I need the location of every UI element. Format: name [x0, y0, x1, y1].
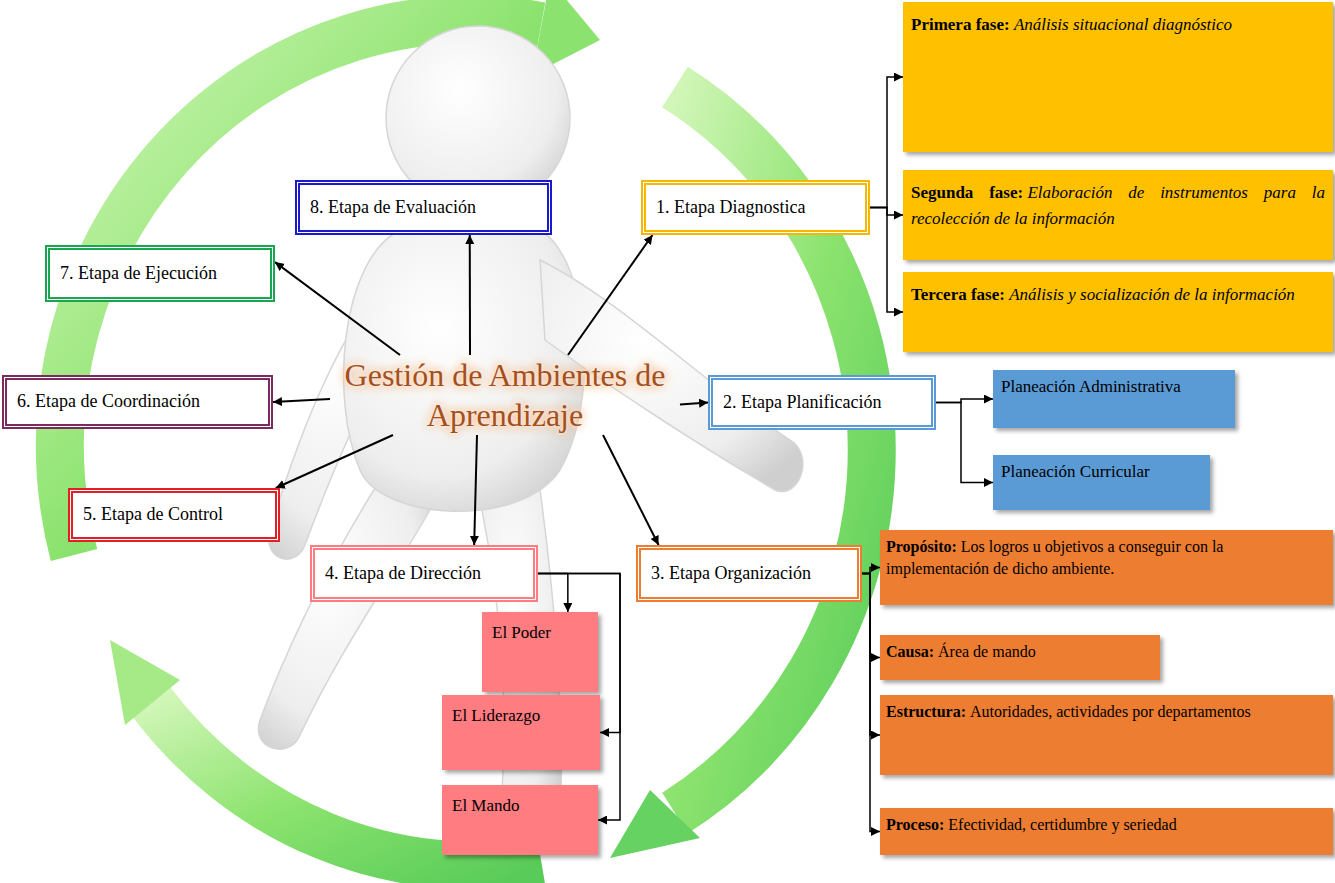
- arrow-connector: [862, 574, 880, 736]
- text-line: Proceso:Efectividad, certidumbre y serie…: [886, 814, 1327, 836]
- box-heading: Propósito:: [886, 538, 957, 555]
- arrow-connector: [276, 435, 393, 488]
- organization-box: Proceso:Efectividad, certidumbre y serie…: [880, 808, 1333, 855]
- box-label: 6. Etapa de Coordinación: [17, 391, 200, 413]
- organization-box: Estructura:Autoridades, actividades por …: [880, 695, 1333, 775]
- cycle-arrowhead: [610, 790, 700, 858]
- stage-box: 7. Etapa de Ejecución: [45, 245, 275, 302]
- phase-box: Segunda fase:Elaboración de instrumentos…: [903, 170, 1333, 260]
- box-label: El Poder: [492, 623, 551, 642]
- arrow-connector: [273, 399, 330, 402]
- box-label: 3. Etapa Organización: [651, 563, 811, 585]
- cycle-arrowhead: [110, 640, 180, 725]
- direction-box: El Mando: [442, 785, 598, 855]
- arrow-connector: [870, 208, 903, 313]
- text-line: Segunda fase:Elaboración de instrumentos…: [911, 180, 1325, 231]
- arrow-connector: [862, 568, 880, 574]
- box-label: El Mando: [452, 796, 520, 815]
- text-line: Tercera fase:Análisis y socialización de…: [911, 282, 1325, 308]
- arrow-connector: [680, 403, 708, 405]
- arrow-connector: [870, 77, 903, 208]
- phase-box: Tercera fase:Análisis y socialización de…: [903, 272, 1333, 352]
- box-label: Planeación Administrativa: [1001, 377, 1181, 396]
- direction-box: El Liderazgo: [442, 695, 600, 770]
- stage-box: 3. Etapa Organización: [636, 545, 862, 602]
- stage-box: 4. Etapa de Dirección: [310, 545, 538, 602]
- stage-box: 6. Etapa de Coordinación: [2, 375, 273, 429]
- arrow-connector: [936, 403, 993, 483]
- box-label: 7. Etapa de Ejecución: [60, 263, 217, 285]
- organization-box: Propósito:Los logros u objetivos a conse…: [880, 530, 1333, 605]
- box-heading: Tercera fase:: [911, 285, 1005, 304]
- box-label: 1. Etapa Diagnostica: [656, 197, 805, 219]
- stage-box: 1. Etapa Diagnostica: [641, 180, 870, 235]
- box-label: Análisis situacional diagnóstico: [1014, 15, 1232, 34]
- phase-box: Primera fase:Análisis situacional diagnó…: [903, 2, 1333, 152]
- central-title: Gestión de Ambientes de Aprendizaje: [330, 355, 680, 435]
- stage-box: 5. Etapa de Control: [68, 488, 280, 542]
- arrow-connector: [862, 574, 880, 832]
- box-heading: Estructura:: [886, 703, 966, 720]
- stage-box: 2. Etapa Planificación: [708, 375, 936, 430]
- box-label: Gestión de Ambientes de Aprendizaje: [345, 357, 666, 433]
- box-heading: Primera fase:: [911, 15, 1010, 34]
- box-heading: Segunda fase:: [911, 183, 1023, 202]
- arrow-connector: [603, 435, 659, 545]
- text-line: Estructura:Autoridades, actividades por …: [886, 701, 1327, 723]
- arrow-connector: [469, 235, 471, 355]
- box-heading: Causa:: [886, 643, 934, 660]
- text-line: Propósito:Los logros u objetivos a conse…: [886, 536, 1327, 579]
- box-label: Área de mando: [938, 643, 1036, 660]
- box-label: 5. Etapa de Control: [83, 504, 223, 526]
- arrow-connector: [275, 262, 400, 355]
- arrow-connector: [568, 235, 652, 355]
- text-line: Primera fase:Análisis situacional diagnó…: [911, 12, 1325, 38]
- text-line: Causa:Área de mando: [886, 641, 1154, 663]
- arrow-connector: [862, 574, 880, 658]
- stage-box: 8. Etapa de Evaluación: [295, 180, 552, 235]
- arrow-connector: [538, 574, 568, 613]
- box-label: Análisis y socialización de la informaci…: [1009, 285, 1295, 304]
- box-label: Planeación Curricular: [1001, 462, 1150, 481]
- box-label: 8. Etapa de Evaluación: [310, 197, 476, 219]
- box-label: Efectividad, certidumbre y seriedad: [948, 816, 1176, 833]
- organization-box: Causa:Área de mando: [880, 635, 1160, 680]
- box-label: 2. Etapa Planificación: [723, 392, 881, 414]
- box-label: El Liderazgo: [452, 706, 540, 725]
- planning-box: Planeación Administrativa: [993, 370, 1235, 428]
- box-label: Autoridades, actividades por departament…: [970, 703, 1251, 720]
- planning-box: Planeación Curricular: [993, 455, 1210, 510]
- arrow-connector: [474, 435, 477, 545]
- box-label: 4. Etapa de Dirección: [325, 563, 481, 585]
- direction-box: El Poder: [482, 612, 598, 692]
- box-heading: Proceso:: [886, 816, 944, 833]
